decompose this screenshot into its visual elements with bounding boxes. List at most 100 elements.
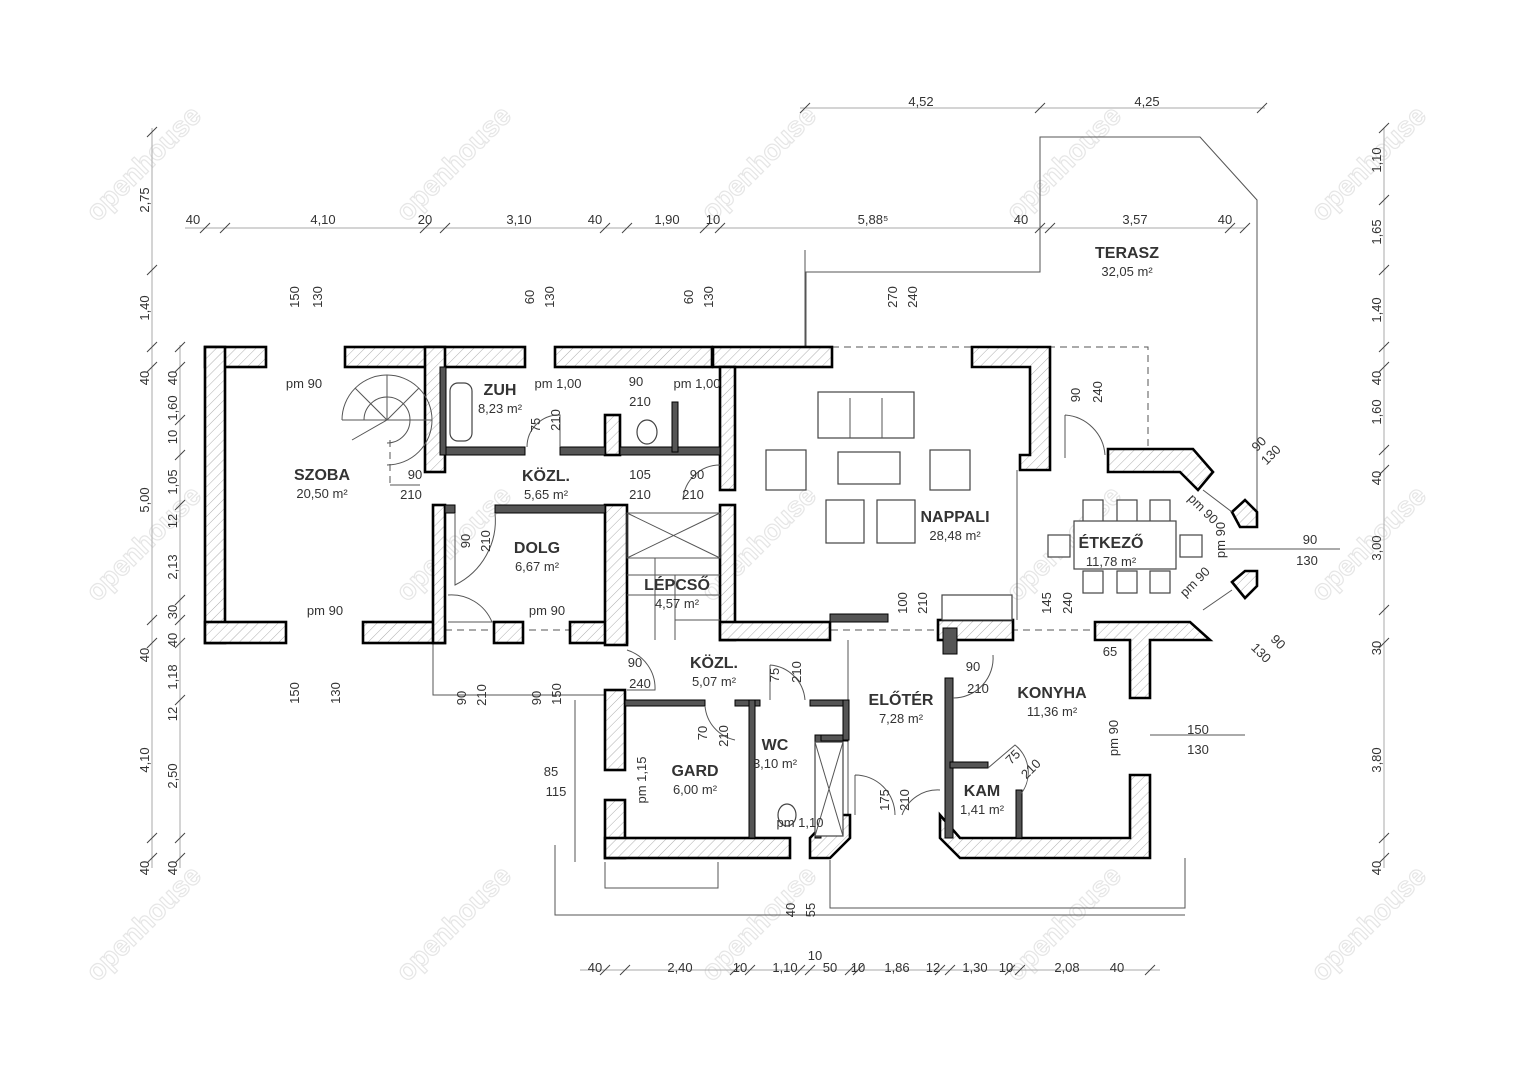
dimension-label: 1,60 bbox=[165, 395, 180, 420]
dimension-tick bbox=[219, 222, 231, 234]
dimension-tick bbox=[744, 964, 756, 976]
dimension-tick bbox=[1044, 222, 1056, 234]
dimension-label: 1,10 bbox=[772, 960, 797, 975]
room-area: 3,10 m² bbox=[753, 756, 798, 771]
opening-label: 90 bbox=[1068, 388, 1083, 402]
opening-label: 130 bbox=[542, 286, 557, 308]
opening-label: 210 bbox=[967, 681, 989, 696]
dimension-tick bbox=[1034, 102, 1046, 114]
dimension-label: 12 bbox=[165, 707, 180, 721]
dimension-tick bbox=[729, 964, 741, 976]
room-area: 6,67 m² bbox=[515, 559, 560, 574]
room-area: 5,65 m² bbox=[524, 487, 569, 502]
room-area: 7,28 m² bbox=[879, 711, 924, 726]
opening-label: 210 bbox=[474, 684, 489, 706]
opening-label: 90 bbox=[454, 691, 469, 705]
dimension-label: 1,86 bbox=[884, 960, 909, 975]
opening-label: 85 bbox=[544, 764, 558, 779]
dimension-tick bbox=[174, 499, 186, 511]
dimension-label: 10 bbox=[851, 960, 865, 975]
dimension-label: 2,40 bbox=[667, 960, 692, 975]
opening-label: 100 bbox=[895, 592, 910, 614]
opening-label: 210 bbox=[629, 394, 651, 409]
dimension-label: 40 bbox=[1218, 212, 1232, 227]
dimension-tick bbox=[1378, 341, 1390, 353]
dimension-tick bbox=[1378, 637, 1390, 649]
living-room-furniture bbox=[765, 391, 1013, 621]
opening-label: pm 90 bbox=[1106, 720, 1121, 756]
room-area: 20,50 m² bbox=[296, 486, 348, 501]
dimension-label: 10 bbox=[999, 960, 1013, 975]
opening-label: 240 bbox=[1060, 592, 1075, 614]
dimension-label: 10 bbox=[808, 948, 822, 963]
dimension-tick bbox=[439, 222, 451, 234]
opening-label: 90 bbox=[458, 534, 473, 548]
dimension-label: 5,00 bbox=[137, 487, 152, 512]
opening-label: 210 bbox=[478, 530, 493, 552]
dimension-tick bbox=[174, 614, 186, 626]
dimension-label: 3,80 bbox=[1369, 747, 1384, 772]
room-area: 28,48 m² bbox=[929, 528, 981, 543]
dimension-label: 1,10 bbox=[1369, 147, 1384, 172]
opening-label: pm 1,00 bbox=[535, 376, 582, 391]
opening-label: 150 bbox=[549, 683, 564, 705]
room-name: ÉTKEZŐ bbox=[1079, 533, 1144, 552]
dimension-label: 40 bbox=[165, 633, 180, 647]
opening-label: 130 bbox=[701, 286, 716, 308]
dimension-label: 1,65 bbox=[1369, 219, 1384, 244]
opening-label: 175 bbox=[877, 789, 892, 811]
room-area: 11,36 m² bbox=[1027, 704, 1078, 719]
opening-label: 105 bbox=[629, 467, 651, 482]
opening-label: 75 bbox=[528, 418, 543, 432]
dimension-label: 40 bbox=[137, 861, 152, 875]
opening-label: 240 bbox=[905, 286, 920, 308]
opening-label: 130 bbox=[1187, 742, 1209, 757]
opening-label: 115 bbox=[546, 784, 567, 799]
dimension-label: 12 bbox=[926, 960, 940, 975]
dimension-tick bbox=[844, 964, 856, 976]
dimension-label: 3,00 bbox=[1369, 535, 1384, 560]
room-name: GARD bbox=[671, 763, 718, 780]
opening-label: 60 bbox=[681, 290, 696, 304]
opening-label: 90 bbox=[408, 467, 422, 482]
opening-label: 90 bbox=[690, 467, 704, 482]
dimension-label: 2,13 bbox=[165, 554, 180, 579]
room-area: 4,57 m² bbox=[655, 596, 700, 611]
dimension-tick bbox=[599, 964, 611, 976]
room-name: LÉPCSŐ bbox=[644, 575, 710, 594]
opening-label: 70 bbox=[695, 726, 710, 740]
opening-label: 210 bbox=[682, 487, 704, 502]
dimension-label: 40 bbox=[1369, 371, 1384, 385]
dimension-label: 1,40 bbox=[1369, 297, 1384, 322]
opening-label: 90 bbox=[529, 691, 544, 705]
dimension-label: 4,10 bbox=[137, 747, 152, 772]
dimension-tick bbox=[419, 222, 431, 234]
dimension-label: 40 bbox=[1110, 960, 1124, 975]
dimension-tick bbox=[1378, 852, 1390, 864]
opening-label: 210 bbox=[548, 409, 563, 431]
dimension-tick bbox=[619, 964, 631, 976]
dimension-label: 10 bbox=[165, 430, 180, 444]
dimension-label: 40 bbox=[588, 960, 602, 975]
dimension-tick bbox=[146, 341, 158, 353]
dimension-tick bbox=[1378, 464, 1390, 476]
dimension-tick bbox=[852, 964, 864, 976]
dimension-label: 1,40 bbox=[137, 295, 152, 320]
opening-label: 90 bbox=[966, 659, 980, 674]
dimension-tick bbox=[174, 341, 186, 353]
dimension-label: 12 bbox=[165, 514, 180, 528]
main-stair bbox=[626, 512, 721, 640]
dimension-tick bbox=[146, 852, 158, 864]
dimension-tick bbox=[1239, 222, 1251, 234]
dimension-label: 10 bbox=[733, 960, 747, 975]
dimension-tick bbox=[174, 832, 186, 844]
room-name: KAM bbox=[964, 783, 1000, 800]
room-name: TERASZ bbox=[1095, 245, 1159, 262]
dimension-label: 40 bbox=[165, 861, 180, 875]
opening-label: 150 bbox=[287, 286, 302, 308]
opening-label: 90 bbox=[628, 655, 642, 670]
opening-label: 240 bbox=[629, 676, 651, 691]
dimension-label: 1,18 bbox=[165, 664, 180, 689]
dimension-tick bbox=[1004, 964, 1016, 976]
dimension-label: 30 bbox=[165, 605, 180, 619]
